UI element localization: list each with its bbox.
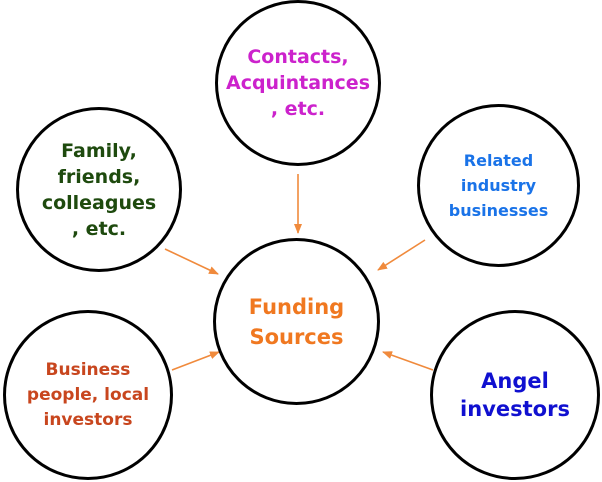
node-related-industry-label: Related industry businesses bbox=[448, 151, 549, 220]
node-business-people-label: Business people, local investors bbox=[26, 359, 150, 430]
node-angel-investors: Angel investors bbox=[430, 310, 600, 480]
arrow-related-to-center bbox=[377, 239, 426, 271]
node-contacts-label: Contacts, Acquintances , etc. bbox=[225, 46, 371, 120]
node-related-industry: Related industry businesses bbox=[417, 104, 580, 267]
node-funding-sources-label: Funding Sources bbox=[248, 294, 345, 349]
node-funding-sources: Funding Sources bbox=[213, 238, 380, 405]
arrow-business-to-center bbox=[171, 351, 220, 371]
node-family: Family, friends, colleagues , etc. bbox=[16, 107, 182, 272]
node-angel-investors-label: Angel investors bbox=[460, 369, 570, 421]
arrow-angel-to-center bbox=[382, 351, 434, 371]
node-family-label: Family, friends, colleagues , etc. bbox=[41, 139, 157, 240]
node-business-people: Business people, local investors bbox=[3, 310, 173, 480]
arrow-family-to-center bbox=[164, 248, 219, 275]
node-contacts: Contacts, Acquintances , etc. bbox=[215, 0, 381, 166]
